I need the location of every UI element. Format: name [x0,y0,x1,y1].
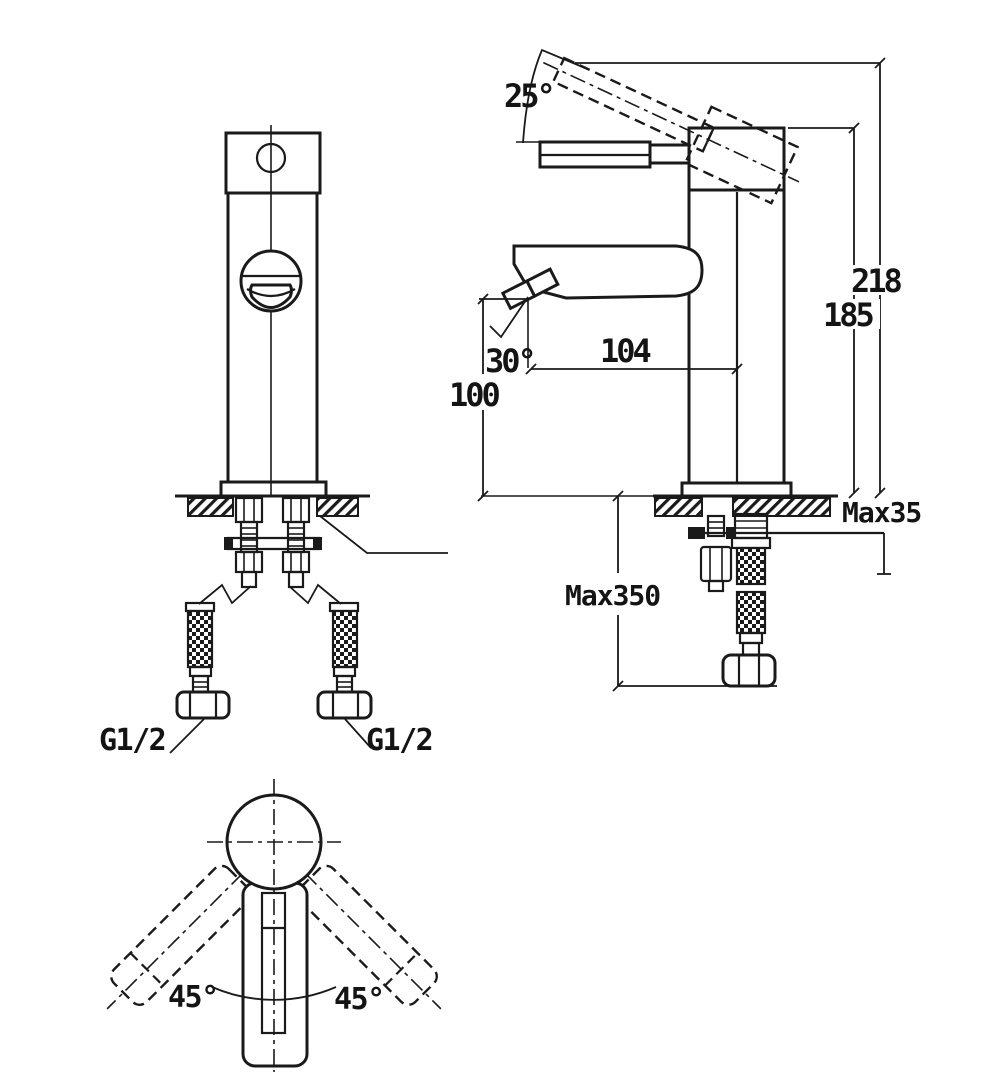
label-bg [846,265,908,295]
counter-leader-line [319,515,448,554]
dim-body-height: 185 [823,296,874,334]
dim-swivel-left: 45° [168,980,218,1015]
g12-left-leader [169,718,205,754]
front-mounting-stud-left [234,496,264,589]
tick [612,490,624,502]
front-spout-sphere [239,249,303,313]
label-bg [818,299,880,329]
dim-hose-thread-left: G1/2 [99,723,165,758]
side-supply-hose [721,512,777,688]
side-mounting-stud [688,514,884,593]
front-base-flange [219,480,328,498]
front-clamp-plate [224,536,322,551]
side-counter-hatch-right [732,497,831,517]
tick [848,122,860,134]
front-faucet-body [226,191,319,484]
side-view [481,56,884,688]
front-counter-hatch-right [316,497,359,517]
top-handle-swivel-left-phantom [106,864,252,1010]
front-handle-block [224,131,322,195]
top-view: 45° 45° [106,779,442,1072]
side-base-flange [680,481,793,498]
side-handle-raised-phantom [543,56,800,205]
dim-overall-height: 218 [851,262,902,300]
front-view: G1/2 G1/2 [99,125,448,758]
top-handle-lever [241,881,309,1068]
dim-max-counter-thickness: Max35 [842,496,921,529]
dim-handle-lift-angle: 25° [504,77,553,115]
break-line-left [198,583,252,605]
side-counter-hatch-left [654,497,703,517]
tick [731,363,743,375]
supply-hose-right [316,601,373,720]
dim-swivel-right: 45° [334,982,384,1017]
side-spout [512,244,704,300]
top-handle-swivel-right-phantom [296,864,442,1010]
dim-25-angle-lines [522,48,586,144]
front-counter-hatch-left [187,497,234,517]
side-handle-neck [648,143,691,165]
tick [477,293,489,305]
dim-aerator-angle: 30° [485,342,534,380]
dim-spout-height: 100 [449,376,500,414]
dim-max-hose-reach: Max350 [565,579,660,612]
dimension-annotations: 25° 218 185 104 30° 100 Max35 [449,48,922,692]
g12-right-leader [344,718,372,749]
front-mounting-stud-right [281,496,311,589]
tick [477,490,489,502]
tick [848,487,860,499]
dim-hose-thread-right: G1/2 [366,723,432,758]
tick [525,363,537,375]
tick [874,487,886,499]
tick [874,57,886,69]
side-aerator [500,267,560,311]
tick [612,680,624,692]
supply-hose-left [175,601,231,720]
dim-spout-reach: 104 [600,332,651,370]
break-line-right [288,583,342,605]
side-cartridge-box [687,126,786,192]
dim-45-arc [211,986,337,1001]
dim-30-angle-lines [489,296,529,339]
